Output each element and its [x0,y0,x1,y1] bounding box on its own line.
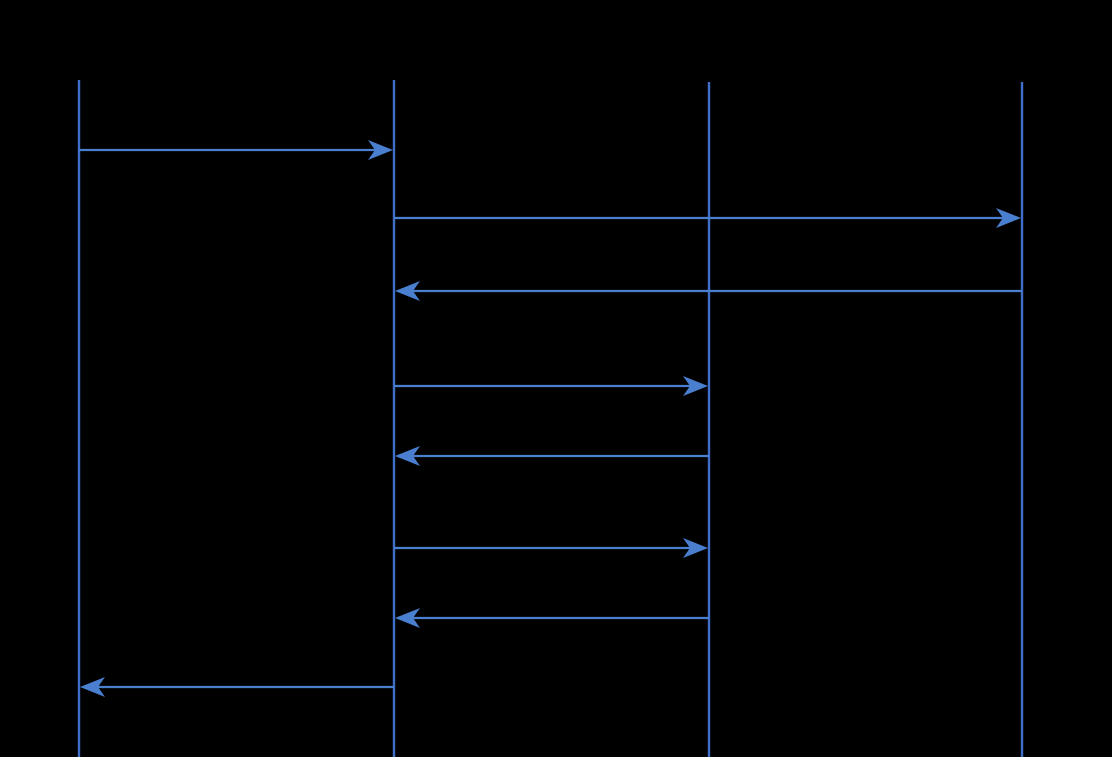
arrow-head-right-m6 [683,538,708,558]
arrow-head-right-m1 [368,140,393,160]
arrow-head-right-m4 [683,376,708,396]
arrow-head-left-m5 [395,446,420,466]
message-m1[interactable] [79,140,393,160]
message-m4[interactable] [394,376,708,396]
message-m8[interactable] [80,677,394,697]
arrow-head-left-m3 [395,281,420,301]
message-m3[interactable] [395,281,1022,301]
messages-group [79,140,1022,697]
message-m5[interactable] [395,446,709,466]
message-m2[interactable] [394,208,1021,228]
lifelines-group [77,80,1024,757]
arrow-head-left-m8 [80,677,105,697]
arrow-head-right-m2 [996,208,1021,228]
arrow-head-left-m7 [395,608,420,628]
message-m6[interactable] [394,538,708,558]
message-m7[interactable] [395,608,709,628]
